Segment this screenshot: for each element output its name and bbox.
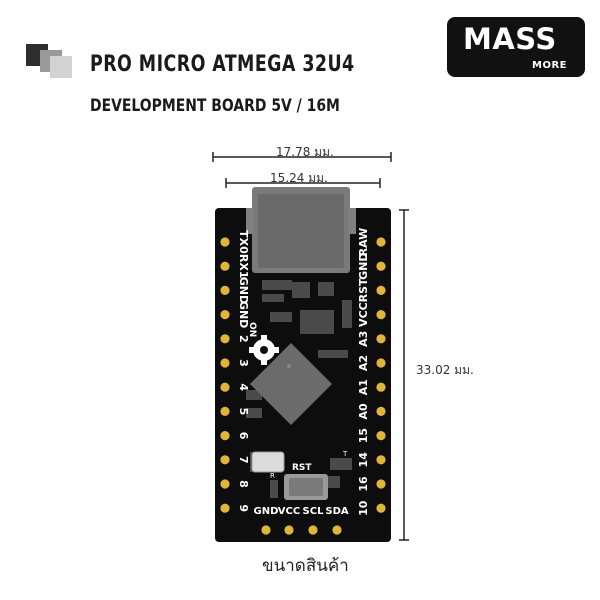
pin-label-right: GND xyxy=(357,253,370,280)
atmega-chip xyxy=(249,342,333,426)
pin-label-right: 15 xyxy=(357,428,370,443)
pin-pad-left xyxy=(220,285,230,295)
pin-pad-left xyxy=(220,310,230,320)
pin-pad-right xyxy=(376,334,386,344)
pin-label-right: 16 xyxy=(357,476,370,492)
pin-label-right: 14 xyxy=(357,452,370,468)
brand-tagline: MORE xyxy=(532,60,567,71)
pin-label-left: 6 xyxy=(237,432,250,440)
pin-pad-left xyxy=(220,358,230,368)
pin-pad-left xyxy=(220,382,230,392)
pin-pad-right xyxy=(376,310,386,320)
pin-label-left: 3 xyxy=(237,359,250,367)
pin-pad-right xyxy=(376,455,386,465)
right-pin-pads xyxy=(376,237,386,513)
pin-pad-left xyxy=(220,479,230,489)
pin-label-left: TX0 xyxy=(237,230,250,254)
bottom-pin-pad xyxy=(261,525,271,535)
on-label: ON xyxy=(247,322,257,337)
pin-label-right: VCC xyxy=(357,302,370,327)
pin-label-right: A2 xyxy=(357,355,370,371)
pin-pad-right xyxy=(376,479,386,489)
pin-pad-right xyxy=(376,382,386,392)
r-label: R xyxy=(270,472,275,480)
pin-label-left: 7 xyxy=(237,456,250,464)
height-label: 33.02 มม. xyxy=(416,363,474,377)
pin-label-left: 5 xyxy=(237,408,250,416)
pin-pad-left xyxy=(220,503,230,513)
width-inner-dimension xyxy=(225,178,381,188)
company-logo-squares xyxy=(26,44,74,78)
pin-pad-left xyxy=(220,334,230,344)
pin-pad-left xyxy=(220,431,230,441)
left-pin-pads xyxy=(220,237,230,513)
pin-pad-right xyxy=(376,503,386,513)
pin-label-right: RST xyxy=(357,278,370,302)
crystal xyxy=(251,451,285,473)
pin-pad-right xyxy=(376,406,386,416)
pin-pad-right xyxy=(376,431,386,441)
width-inner-label: 15.24 มม. xyxy=(270,171,328,185)
pin-label-left: 2 xyxy=(237,335,250,343)
brand-logo: MASS MORE xyxy=(447,17,585,77)
bottom-pin-label: VCC xyxy=(278,506,300,517)
pin-label-right: A0 xyxy=(357,403,370,420)
pin-pad-left xyxy=(220,406,230,416)
pin-label-left: 9 xyxy=(237,504,250,512)
bottom-pin-pad xyxy=(332,525,342,535)
open-hardware-icon xyxy=(249,335,279,365)
pin-label-left: GND xyxy=(237,301,250,328)
pin-label-left: 8 xyxy=(237,480,250,488)
bottom-pin-pads xyxy=(261,525,342,535)
pin-label-right: A1 xyxy=(357,379,370,395)
product-subtitle: DEVELOPMENT BOARD 5V / 16M xyxy=(90,96,340,116)
product-title: PRO MICRO ATMEGA 32U4 xyxy=(90,52,355,77)
height-dimension xyxy=(399,209,409,541)
t-label: T xyxy=(342,450,348,458)
pin-label-left: GND xyxy=(237,277,250,304)
product-size-caption: ขนาดสินค้า xyxy=(262,556,349,576)
bottom-pin-label: SCL xyxy=(303,506,325,517)
pin-pad-right xyxy=(376,261,386,271)
rst-label: RST xyxy=(292,463,312,473)
pin-pad-left xyxy=(220,261,230,271)
width-outer-label: 17.78 มม. xyxy=(276,145,334,159)
width-outer-dimension xyxy=(212,152,392,162)
pin-label-right: RAW xyxy=(357,228,370,257)
pin-label-right: 10 xyxy=(357,500,370,516)
pin-label-left: RX1 xyxy=(237,254,250,279)
pin-pad-left xyxy=(220,455,230,465)
bottom-pin-pad xyxy=(284,525,294,535)
bottom-pin-label: GND xyxy=(254,506,279,517)
bottom-pin-label: SDA xyxy=(325,506,349,517)
brand-name: MASS xyxy=(463,22,557,56)
pin-pad-right xyxy=(376,285,386,295)
bottom-pin-pad xyxy=(308,525,318,535)
pin-pad-right xyxy=(376,358,386,368)
pin-pad-right xyxy=(376,237,386,247)
pin-pad-left xyxy=(220,237,230,247)
pin-label-left: 4 xyxy=(237,383,250,391)
pin-label-right: A3 xyxy=(357,331,370,347)
